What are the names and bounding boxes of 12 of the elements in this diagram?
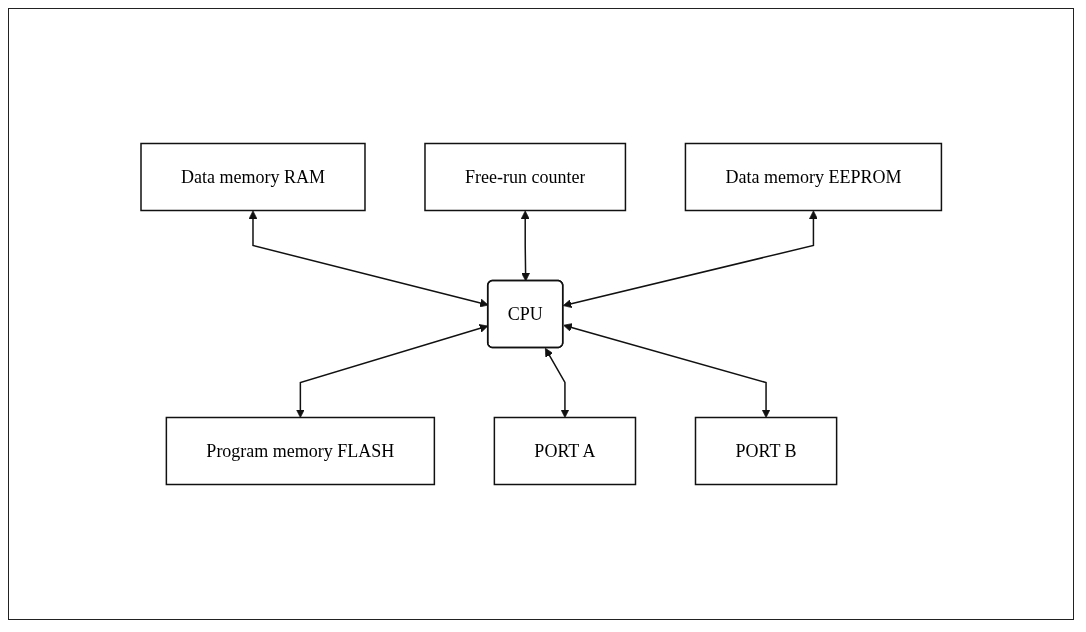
node-box [140, 142, 366, 212]
arrow [520, 210, 530, 282]
node-box [694, 416, 838, 486]
arrow [563, 323, 771, 418]
arrow [295, 324, 488, 418]
node-box [684, 142, 942, 212]
node-box [424, 142, 626, 212]
node-box [165, 416, 435, 486]
node-box [493, 416, 636, 486]
frame-border: Data memory RAM Free-run counter Data memory EEPROM CPU Program memory FLASH PORT A PORT B [8, 8, 1074, 620]
arrow [562, 210, 818, 308]
arrow [544, 347, 570, 418]
